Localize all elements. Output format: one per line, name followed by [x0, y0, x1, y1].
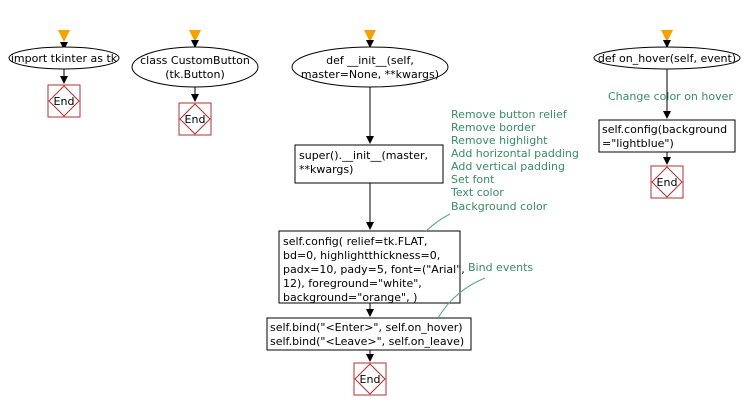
- config-comment-line: Text color: [450, 186, 504, 199]
- comment-connector: [425, 213, 451, 232]
- class-start-label-line1: class CustomButton: [140, 54, 250, 67]
- bind-line: self.bind("<Enter>", self.on_hover): [270, 321, 463, 334]
- end-node: [353, 362, 387, 396]
- init-start-label-line2: master=None, **kwargs): [301, 68, 439, 81]
- hover-config-line2: ="lightblue"): [602, 137, 674, 150]
- bind-comment-label: Bind events: [468, 261, 533, 274]
- start-marker-icon: [661, 30, 673, 42]
- config-line: bd=0, highlightthickness=0,: [283, 249, 440, 262]
- config-comment-line: Remove highlight: [451, 134, 548, 147]
- config-comment-line: Remove button relief: [451, 108, 568, 121]
- class-flow: class CustomButton (tk.Button) End: [131, 30, 259, 136]
- comment-connector: [437, 277, 486, 319]
- import-start-label: import tkinter as tk: [11, 52, 118, 65]
- end-node: [178, 102, 212, 136]
- config-comment-line: Remove border: [451, 121, 536, 134]
- bind-node[interactable]: [266, 317, 472, 351]
- config-comment-line: Add vertical padding: [451, 160, 565, 173]
- hover-comment-label: Change color on hover: [608, 90, 733, 103]
- config-line: 12), foreground="white",: [283, 277, 422, 290]
- config-comment: Remove button relief Remove border Remov…: [425, 108, 579, 232]
- start-marker-icon: [189, 30, 201, 42]
- config-comment-line: Background color: [451, 200, 548, 213]
- super-call-node[interactable]: [294, 144, 444, 184]
- end-node: [47, 84, 81, 118]
- import-flow: import tkinter as tk End: [8, 30, 120, 118]
- end-label: End: [657, 176, 678, 189]
- end-label: End: [54, 95, 75, 108]
- end-node: [650, 165, 684, 199]
- init-start-node[interactable]: [291, 46, 449, 88]
- config-line: self.config( relief=tk.FLAT,: [283, 235, 427, 248]
- start-marker-icon: [58, 30, 70, 42]
- end-label: End: [360, 373, 381, 386]
- bind-comment: Bind events: [437, 261, 533, 319]
- class-start-node[interactable]: [131, 46, 259, 88]
- end-label: End: [185, 113, 206, 126]
- bind-line: self.bind("<Leave>", self.on_leave): [270, 335, 464, 348]
- class-start-label-line2: (tk.Button): [165, 68, 225, 81]
- end-diamond: [651, 166, 683, 198]
- end-diamond: [354, 363, 386, 395]
- super-call-line1: super().__init__(master,: [299, 149, 428, 162]
- hover-config-node[interactable]: [598, 119, 736, 153]
- config-comment-line: Add horizontal padding: [451, 147, 579, 160]
- init-start-label-line1: def __init__(self,: [326, 54, 414, 67]
- hover-start-label: def on_hover(self, event): [598, 52, 736, 65]
- end-diamond: [179, 103, 211, 135]
- init-flow: def __init__(self, master=None, **kwargs…: [266, 30, 579, 396]
- hover-flow: def on_hover(self, event) Change color o…: [593, 30, 741, 199]
- config-line: background="orange", ): [283, 291, 417, 304]
- super-call-line2: **kwargs): [299, 163, 353, 176]
- config-comment-line: Set font: [451, 173, 495, 186]
- hover-config-line1: self.config(background: [602, 123, 727, 136]
- start-marker-icon: [364, 30, 376, 42]
- config-line: padx=10, pady=5, font=("Arial",: [283, 263, 465, 276]
- end-diamond: [48, 85, 80, 117]
- config-node[interactable]: [278, 230, 461, 304]
